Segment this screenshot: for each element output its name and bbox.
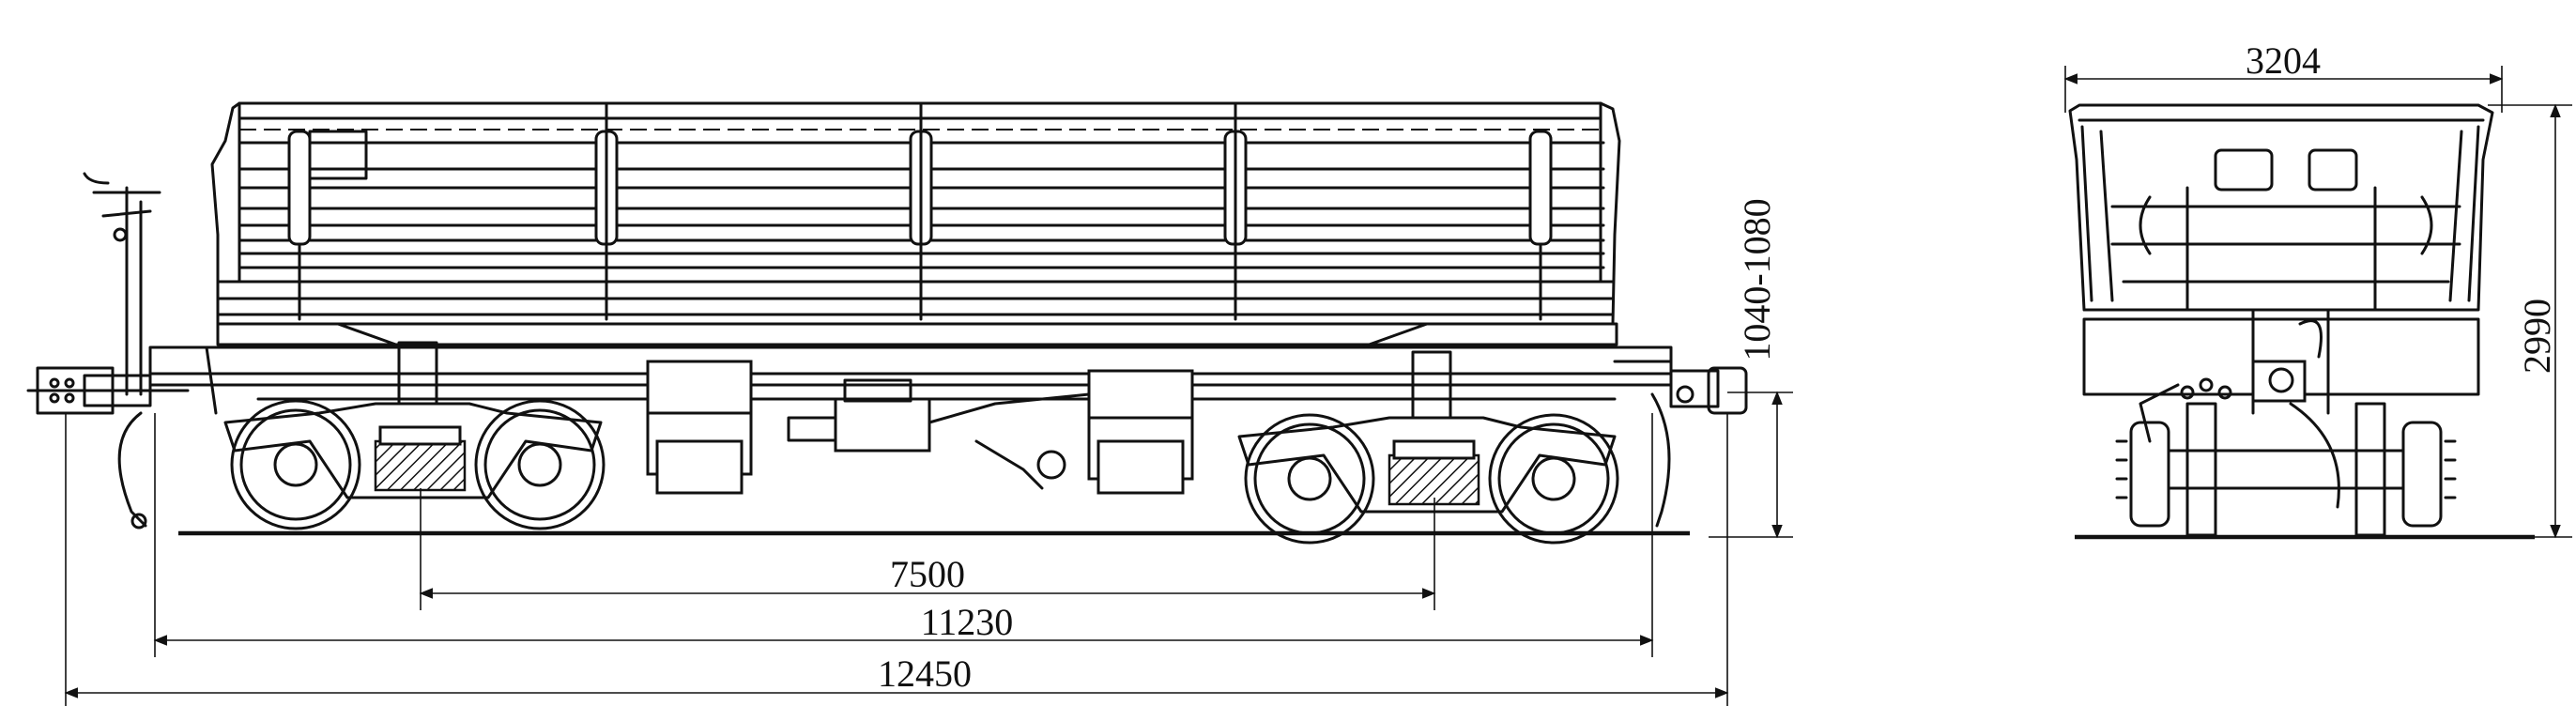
left-end-gear: [26, 172, 218, 530]
brake-equipment: [787, 378, 1091, 490]
side-view: 7500 11230 12450 1040-1080: [26, 101, 1793, 706]
end-dimension-lines: [2063, 66, 2572, 539]
side-dimension-lines: [64, 391, 1793, 706]
dimension-label-7500: 7500: [890, 553, 965, 595]
end-wall-window: [2214, 148, 2274, 192]
tipping-cylinders: [646, 360, 1194, 495]
end-view: 3204 2990: [2063, 39, 2572, 540]
dimension-label-11230: 11230: [921, 601, 1014, 643]
end-coupler-and-hoses: [2139, 319, 2340, 509]
left-bogie: [223, 341, 606, 530]
dimension-label-2990: 2990: [2516, 299, 2558, 374]
right-bogie: [1237, 350, 1619, 545]
end-bogie: [2115, 402, 2457, 537]
end-body-outline: [2068, 103, 2494, 312]
dimension-label-3204: 3204: [2246, 39, 2321, 82]
dimension-label-12450: 12450: [878, 652, 972, 695]
car-body-side: [210, 101, 1621, 326]
body-stakes: [287, 101, 1553, 321]
dimension-label-1040-1080: 1040-1080: [1736, 198, 1778, 361]
